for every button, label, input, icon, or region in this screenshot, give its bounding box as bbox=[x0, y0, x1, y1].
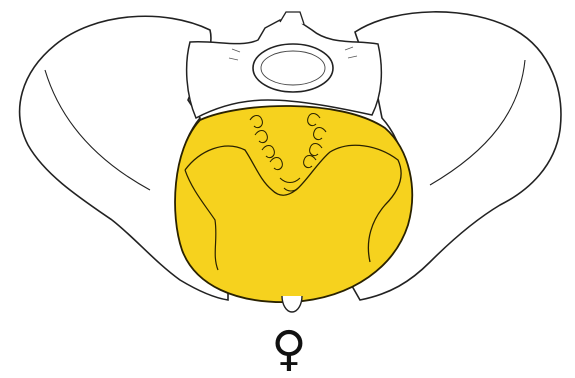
pubic-symphysis bbox=[282, 296, 302, 312]
female-symbol-icon: ♀ bbox=[268, 322, 310, 376]
spinous-process bbox=[280, 12, 304, 24]
